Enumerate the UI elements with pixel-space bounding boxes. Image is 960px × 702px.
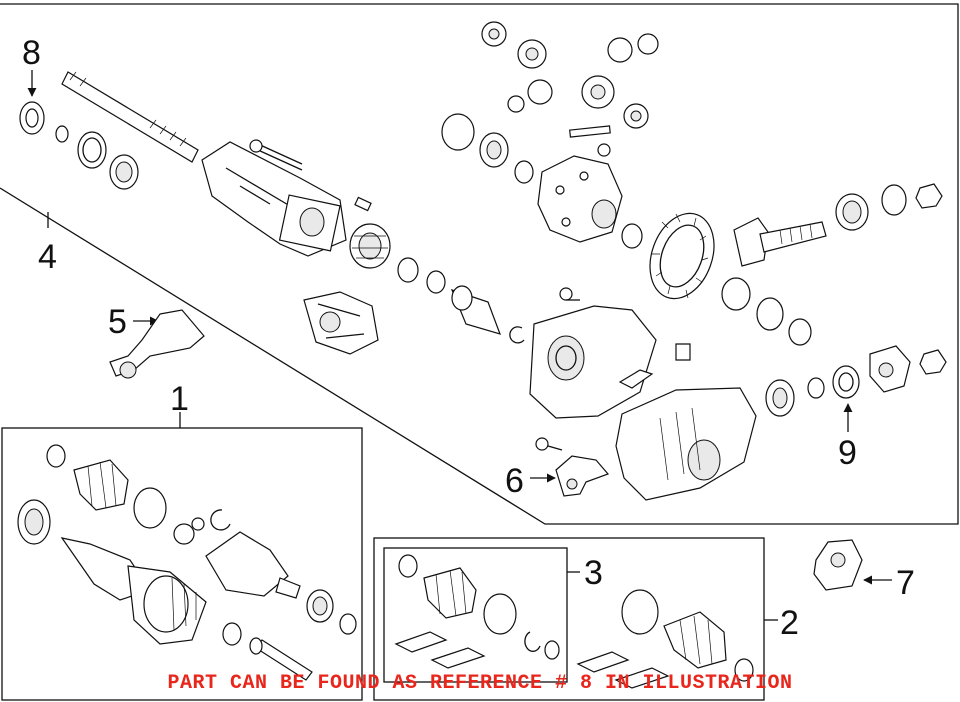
spacer-washer xyxy=(807,377,825,399)
differential-gear-set xyxy=(481,21,659,129)
callout-5: 5 xyxy=(108,303,127,341)
boot-kit-boot-3 xyxy=(423,567,477,619)
boot-kit-snap-ring xyxy=(524,631,541,652)
halfshaft-clip xyxy=(222,622,242,646)
small-pin xyxy=(354,196,372,212)
callout-8: 8 xyxy=(22,34,41,72)
outer-bearing xyxy=(721,277,751,311)
differential-case xyxy=(537,155,623,243)
oil-seal-small xyxy=(426,270,446,294)
gasket-piece xyxy=(618,369,654,389)
halfshaft-inner-joint xyxy=(205,531,301,599)
boot-kit-washer xyxy=(544,640,560,660)
boot-kit-frame-3 xyxy=(383,547,568,683)
seal-9 xyxy=(832,365,860,399)
side-bearing xyxy=(479,132,509,168)
pinion-seal xyxy=(788,318,812,346)
boot-kit-clamp-2 xyxy=(621,589,659,635)
callout-7: 7 xyxy=(896,564,915,602)
pinion-spacer xyxy=(881,184,907,216)
shaft-bearing xyxy=(109,154,139,190)
output-bearing xyxy=(765,379,795,417)
companion-flange xyxy=(450,285,501,335)
intermediate-shaft xyxy=(61,71,199,163)
rear-mount-bracket-6 xyxy=(555,455,610,497)
callout-6: 6 xyxy=(505,462,524,500)
spacer-ring xyxy=(397,257,419,283)
halfshaft-boot-outer xyxy=(73,459,129,511)
halfshaft-seal xyxy=(17,499,51,545)
snap-ring xyxy=(55,125,69,143)
bearing-race xyxy=(514,160,534,184)
boot-kit-frame-2 xyxy=(373,537,765,701)
small-plug xyxy=(597,143,611,157)
tripod-joint xyxy=(173,517,205,545)
diff-lock-actuator xyxy=(303,291,379,355)
pinion-nut xyxy=(915,183,943,209)
carrier-cover xyxy=(529,305,657,419)
c-clip xyxy=(509,326,525,344)
halfshaft-bearing xyxy=(306,589,334,623)
halfshaft-stub xyxy=(249,637,313,681)
grease-packets-3 xyxy=(394,631,486,669)
boot-kit-boot-2 xyxy=(663,611,727,669)
cross-shaft-pin xyxy=(569,125,611,138)
breather-cap xyxy=(675,343,691,361)
oil-slinger xyxy=(756,297,784,331)
pinion-bearing xyxy=(349,223,391,269)
callout-1: 1 xyxy=(170,380,189,418)
thrust-washer xyxy=(441,113,475,151)
cover-bolt xyxy=(559,287,580,301)
front-mount-bracket-5 xyxy=(109,309,205,379)
halfshaft-ring xyxy=(339,613,357,635)
differential-carrier-housing xyxy=(615,387,757,501)
callout-9: 9 xyxy=(838,434,857,472)
callout-4: 4 xyxy=(38,238,57,276)
callout-3: 3 xyxy=(584,554,603,592)
ring-gear xyxy=(649,212,715,300)
boot-kit-clamp-large xyxy=(483,593,517,635)
boot-kit-clamp-small xyxy=(398,554,418,578)
halfshaft-frame-1 xyxy=(1,427,363,701)
small-bearing xyxy=(621,223,643,249)
grease-packets-2 xyxy=(576,651,670,689)
boot-kit-ring-2 xyxy=(734,658,754,682)
flange-nut xyxy=(919,349,947,375)
mounting-bolt xyxy=(249,139,303,171)
snap-ring-large xyxy=(77,131,107,169)
reference-notice: PART CAN BE FOUND AS REFERENCE # 8 IN IL… xyxy=(167,672,793,695)
mount-bolt-6 xyxy=(535,437,563,451)
halfshaft-clamp xyxy=(46,444,66,468)
retaining-clip xyxy=(210,509,231,531)
output-flange xyxy=(869,345,911,393)
seal-ring-8 xyxy=(19,101,45,135)
pinion-bearing-rear xyxy=(835,193,869,231)
axle-housing-tube xyxy=(201,141,347,257)
drive-pinion xyxy=(733,217,827,267)
boot-clamp-large xyxy=(133,487,167,529)
mount-bracket-7 xyxy=(813,539,863,591)
halfshaft-outer-joint xyxy=(60,537,207,645)
callout-2: 2 xyxy=(780,604,799,642)
main-assembly-frame xyxy=(0,3,959,525)
